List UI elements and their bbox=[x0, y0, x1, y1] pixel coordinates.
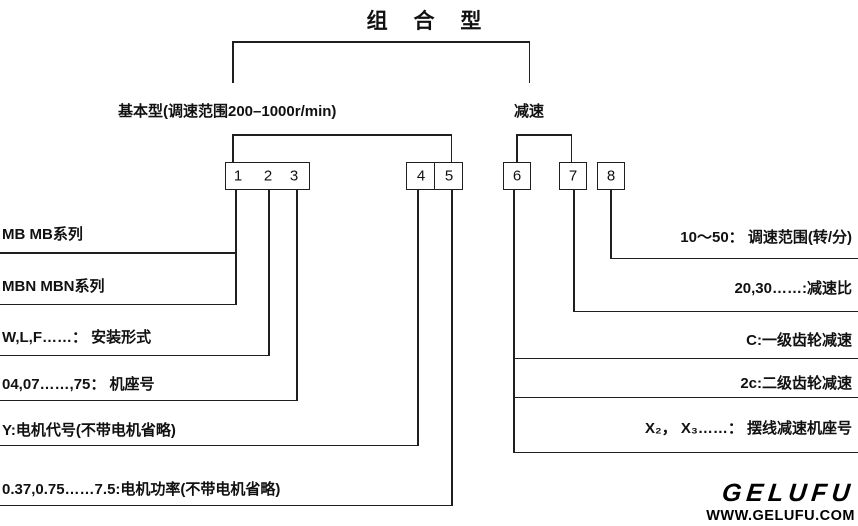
right-rule-one-stage bbox=[513, 357, 858, 360]
box-123: 1 2 3 bbox=[225, 162, 310, 190]
right-label-reduction-ratio: 20,30……:减速比 bbox=[734, 280, 852, 297]
box-digit-3: 3 bbox=[289, 167, 299, 185]
left-rule-frame bbox=[0, 399, 298, 402]
box-digit-6: 6 bbox=[512, 167, 522, 185]
box-45-divider bbox=[433, 163, 436, 189]
left-label-motor-power: 0.37,0.75……7.5:电机功率(不带电机省略) bbox=[2, 481, 281, 498]
connector-box6 bbox=[513, 189, 515, 453]
right-label-two-stage-gear: 2c:二级齿轮减速 bbox=[740, 375, 852, 392]
brand-website: WWW.GELUFU.COM bbox=[706, 508, 855, 524]
right-rule-ratio bbox=[573, 310, 858, 313]
left-rule-motor-power bbox=[0, 504, 453, 507]
connector-box5 bbox=[451, 189, 453, 506]
left-label-frame-number: 04,07……,75： 机座号 bbox=[2, 376, 155, 393]
left-rule-motor-code bbox=[0, 444, 419, 447]
bracket-top-right-drop bbox=[528, 41, 531, 83]
box-8: 8 bbox=[597, 162, 625, 190]
left-label-motor-code: Y:电机代号(不带电机省略) bbox=[2, 422, 176, 439]
box-digit-1: 1 bbox=[233, 167, 243, 185]
right-rule-speed-range bbox=[610, 257, 858, 260]
bracket-basic-left-drop bbox=[232, 134, 234, 163]
branch-label-basic: 基本型(调速范围200–1000r/min) bbox=[118, 103, 337, 120]
connector-box2 bbox=[268, 189, 270, 356]
box-digit-5: 5 bbox=[444, 167, 454, 185]
right-label-cycloid-frame: X₂， X₃……： 摆线减速机座号 bbox=[645, 420, 852, 437]
bracket-reduction-right-drop bbox=[570, 134, 573, 163]
left-label-mbn-series: MBN MBN系列 bbox=[2, 278, 105, 295]
box-digit-2: 2 bbox=[263, 167, 273, 185]
left-rule-mounting bbox=[0, 354, 270, 357]
connector-box8 bbox=[610, 189, 612, 259]
left-label-mounting-form: W,L,F……： 安装形式 bbox=[2, 329, 152, 346]
brand-logo-text: GELUFU bbox=[720, 479, 857, 507]
connector-box7 bbox=[573, 189, 575, 312]
bracket-reduction-horizontal bbox=[516, 134, 572, 136]
box-6: 6 bbox=[503, 162, 531, 190]
bracket-basic-horizontal bbox=[232, 134, 452, 136]
right-label-one-stage-gear: C:一级齿轮减速 bbox=[746, 332, 852, 349]
box-digit-8: 8 bbox=[606, 167, 616, 185]
connector-box4 bbox=[417, 189, 419, 446]
box-digit-4: 4 bbox=[416, 167, 426, 185]
box-7: 7 bbox=[559, 162, 587, 190]
bracket-top-left-drop bbox=[232, 41, 234, 83]
connector-box1 bbox=[235, 189, 237, 305]
box-digit-7: 7 bbox=[568, 167, 578, 185]
bracket-basic-right-drop bbox=[450, 134, 453, 163]
bracket-reduction-left-drop bbox=[516, 134, 518, 163]
box-45: 4 5 bbox=[406, 162, 463, 190]
branch-label-reduction: 减速 bbox=[514, 103, 545, 120]
right-rule-cycloid bbox=[513, 451, 858, 454]
bracket-top-horizontal bbox=[232, 41, 530, 43]
right-rule-two-stage bbox=[513, 396, 858, 399]
left-rule-mbn bbox=[0, 303, 237, 306]
left-label-mb-series: MB MB系列 bbox=[2, 226, 83, 243]
brand-logo: GELUFU WWW.GELUFU.COM bbox=[706, 479, 857, 525]
right-label-speed-range: 10～50： 调速范围(转/分) bbox=[680, 229, 852, 246]
left-rule-mb bbox=[0, 252, 237, 254]
page-title: 组 合 型 bbox=[366, 10, 492, 33]
connector-box3 bbox=[296, 189, 298, 401]
